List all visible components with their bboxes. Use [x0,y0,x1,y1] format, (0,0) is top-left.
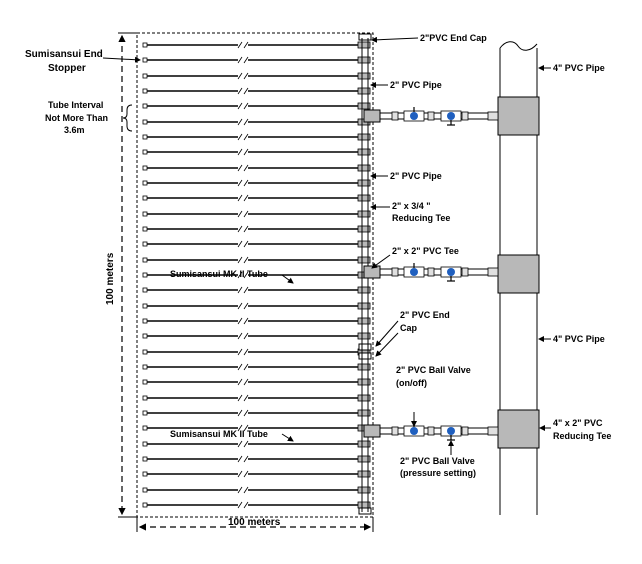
drip-tube [142,286,371,294]
ball-valve-onoff-label-2: (on/off) [396,378,427,388]
ball-valve-pressure-icon [447,427,455,435]
tube-interval-label-2: Not More Than [45,113,108,123]
feeder-lines [363,107,499,441]
ball-valve-onoff-icon [410,112,418,120]
drip-tube [142,148,371,156]
drip-tube [142,486,371,494]
pvc-pipe-4in-label-top: 4" PVC Pipe [553,63,605,73]
drip-tube [142,440,371,448]
drip-tube [142,102,371,110]
drip-tube [142,332,371,340]
reducing-tee-small-label-1: 2" x 3/4 " [392,201,431,211]
end-cap [358,343,372,351]
width-dimension [136,517,374,532]
drip-tube [142,56,371,64]
pvc-pipe-4in-label-mid: 4" PVC Pipe [553,334,605,344]
mk2-tube-arrow-a [281,274,294,284]
feeder-assembly [363,422,499,441]
ball-valve-pressure-label-2: (pressure setting) [400,468,476,478]
end-stopper-label-1: Sumisansui End [25,49,103,60]
pvc-pipe-2in-label-a: 2" PVC Pipe [390,80,442,90]
drip-tube [142,317,371,325]
drip-tube [142,394,371,402]
reducing-tee-4x2-top [497,96,540,136]
end-cap [358,507,372,515]
drip-tube [142,378,371,386]
end-cap [358,352,372,360]
drip-tube [142,348,371,356]
ball-valve-pressure-icon [447,268,455,276]
reducing-tee-large-label-2: Reducing Tee [553,431,611,441]
mk2-tube-label-b: Sumisansui MK II Tube [170,429,268,439]
ball-valve-pressure-label-1: 2" PVC Ball Valve [400,456,475,466]
end-cap [358,33,372,41]
reducing-tee-small-label-2: Reducing Tee [392,213,450,223]
ball-valve-onoff-icon [410,427,418,435]
drip-tube [142,179,371,187]
mk2-tube-label-a: Sumisansui MK II Tube [170,269,268,279]
tube-interval-brace [122,104,133,132]
drip-tube [142,256,371,264]
feeder-assembly [363,263,499,282]
end-stopper-arrow [102,56,141,63]
drip-tube [142,470,371,478]
tube-interval-label-1: Tube Interval [48,100,103,110]
drip-tube [142,225,371,233]
drip-tube [142,302,371,310]
pvc-tee-label: 2" x 2" PVC Tee [392,246,459,256]
drip-tubes [142,33,372,515]
drip-tube [142,363,371,371]
height-dimension [118,32,137,518]
drip-tube [142,210,371,218]
end-cap-mid-arrow-2 [375,332,399,357]
width-dimension-label: 100 meters [228,517,281,528]
drip-tube [142,240,371,248]
end-cap-top-label: 2"PVC End Cap [420,33,487,43]
drip-tube [142,87,371,95]
end-cap-mid-label-2: Cap [400,323,418,333]
end-stopper-label-2: Stopper [48,63,86,74]
ball-valve-pressure-icon [447,112,455,120]
drip-tube [142,118,371,126]
mk2-tube-arrow-b [281,433,294,442]
pvc-pipe-2in-label-b: 2" PVC Pipe [390,171,442,181]
tube-interval-label-3: 3.6m [64,125,85,135]
drip-tube [142,409,371,417]
ball-valve-onoff-icon [410,268,418,276]
drip-tube [142,194,371,202]
drip-tube [142,133,371,141]
height-dimension-label: 100 meters [105,252,116,305]
reducing-tee-large-label-1: 4" x 2" PVC [553,418,603,428]
ball-valve-onoff-label-1: 2" PVC Ball Valve [396,365,471,375]
reducing-tee-4x2-bottom [497,409,540,449]
reducing-tee-4x2-mid [497,254,540,294]
end-cap-mid-arrow-1 [375,320,399,347]
feeder-assembly [363,107,499,126]
end-cap-top-arrow [371,36,419,43]
drip-tube [142,501,371,509]
drip-tube [142,41,371,49]
pvc-tee-arrow [371,254,391,269]
drip-tube [142,72,371,80]
drip-tube [142,164,371,172]
end-cap-mid-label-1: 2" PVC End [400,310,450,320]
drip-tube [142,455,371,463]
